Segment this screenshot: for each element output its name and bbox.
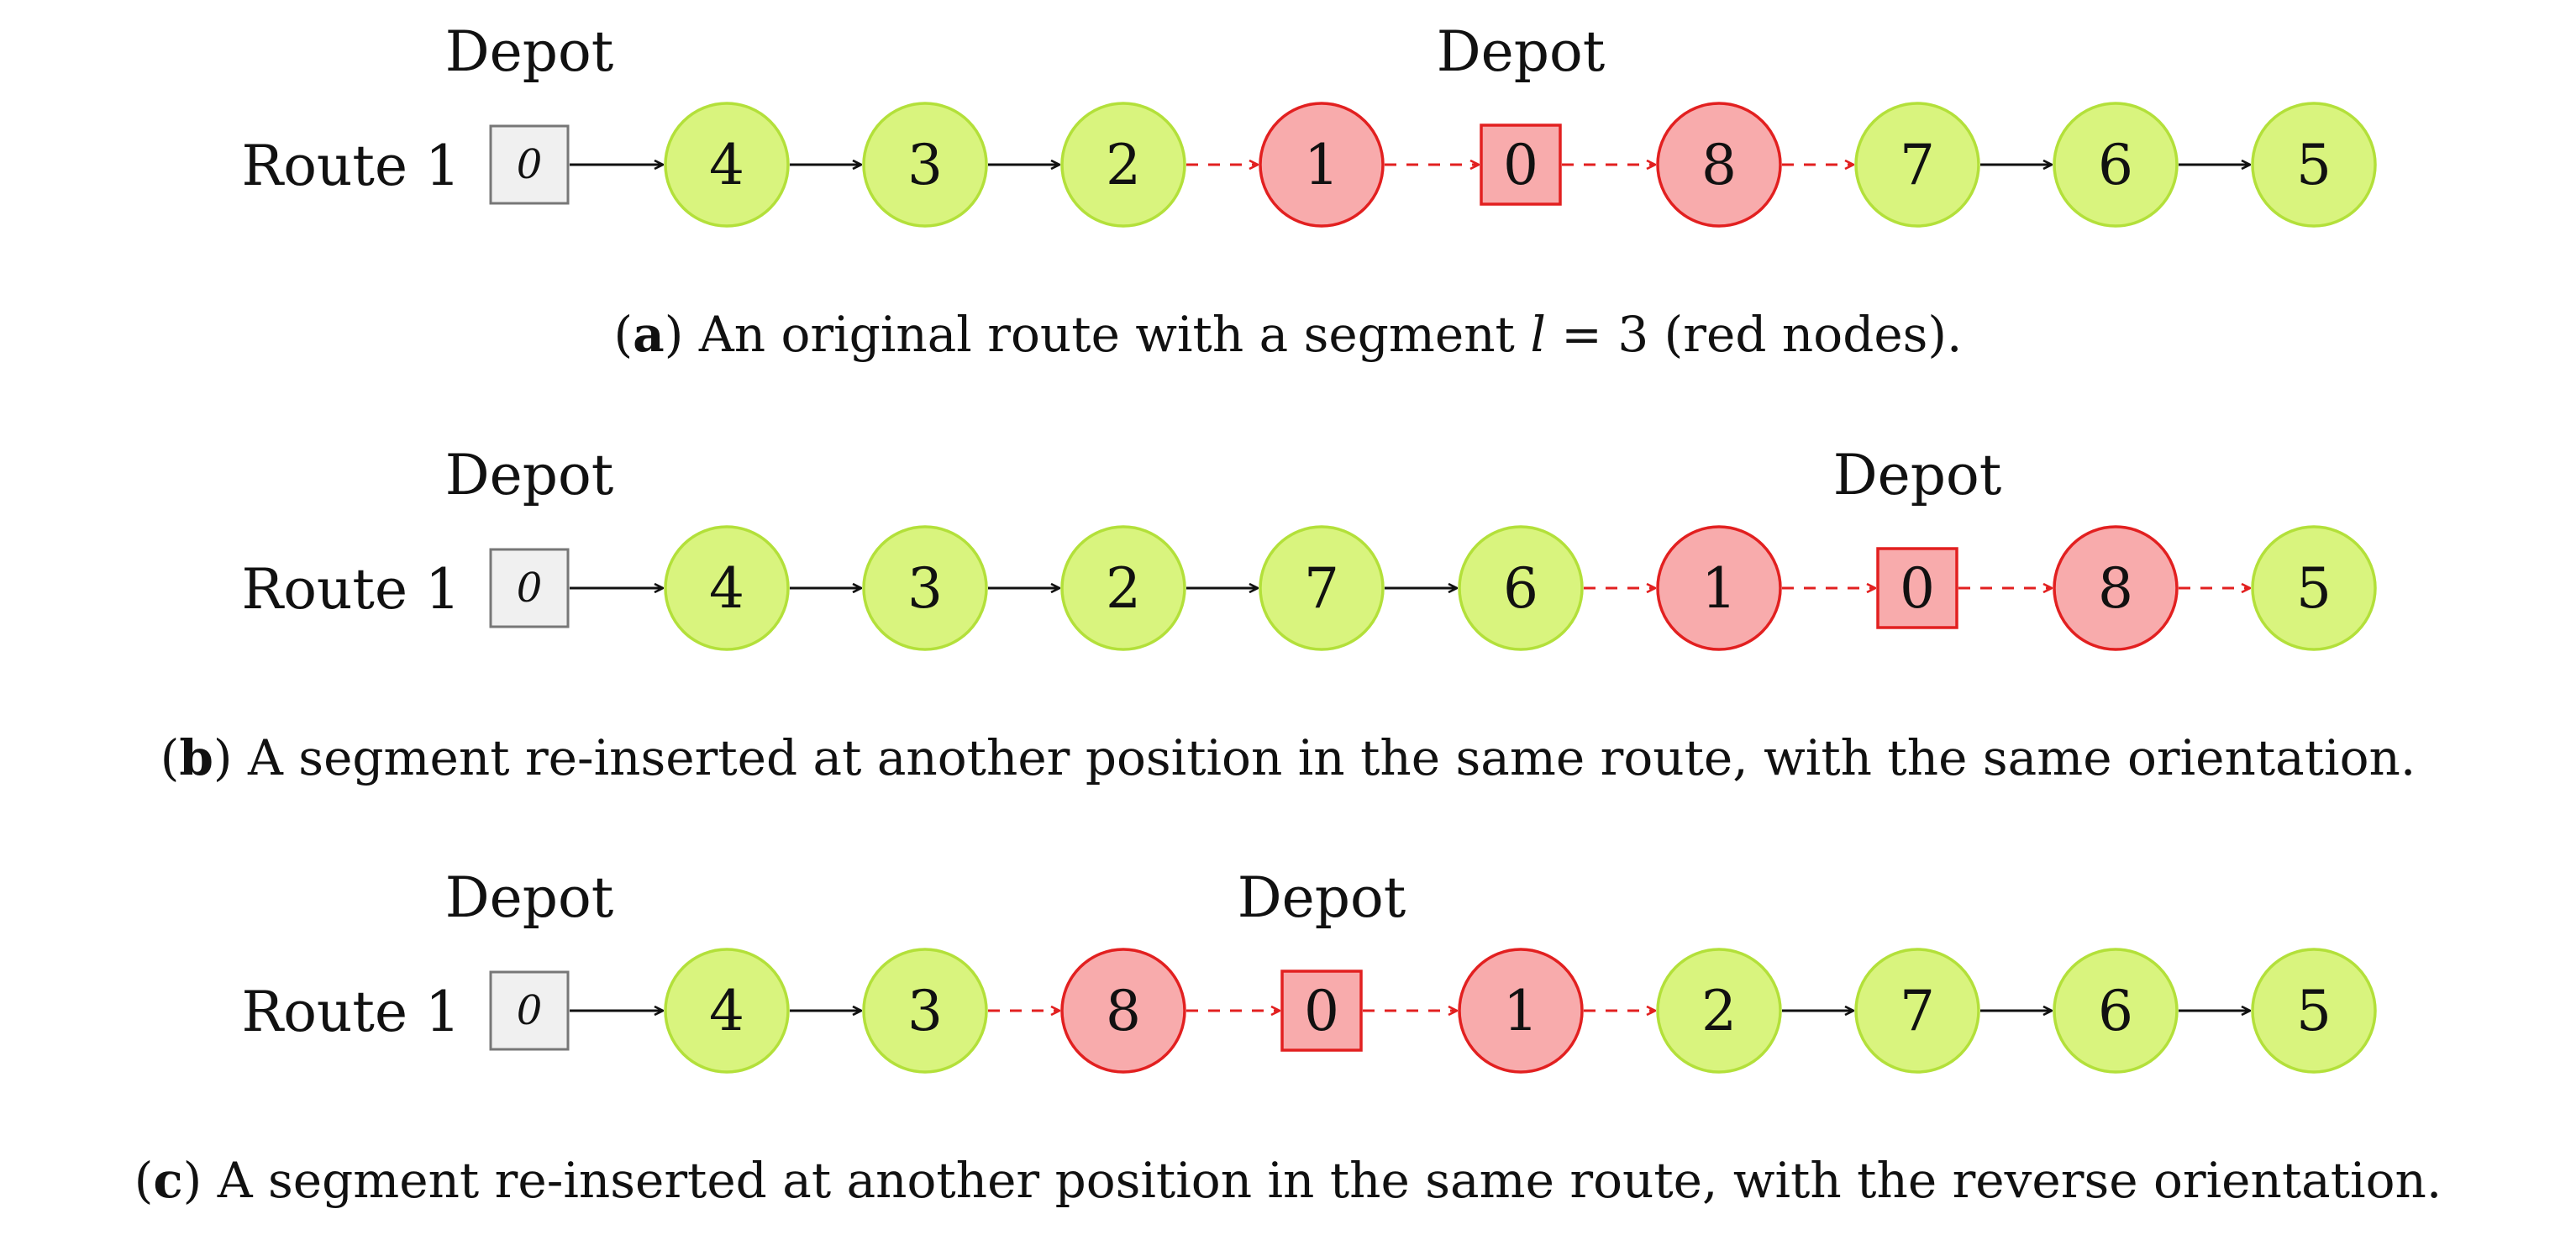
- caption-text: ) An original route with a segment: [665, 306, 1531, 363]
- segment-node: [1259, 102, 1385, 228]
- node-label: 0: [1900, 556, 1935, 621]
- start-depot-label: Depot: [445, 865, 613, 930]
- route-label: Route 1: [242, 134, 461, 198]
- node-label: 3: [907, 979, 943, 1043]
- customer-node: [1060, 525, 1186, 651]
- customer-node: [1656, 948, 1782, 1074]
- start-depot-value: 0: [517, 987, 543, 1034]
- customer-node: [1854, 948, 1980, 1074]
- node-label: 4: [709, 133, 744, 197]
- customer-node: [664, 102, 790, 228]
- segment-node: [1458, 948, 1584, 1074]
- start-depot-box: [489, 970, 570, 1051]
- caption-text: ) A segment re-inserted at another posit…: [213, 729, 2416, 786]
- node-label: 2: [1106, 133, 1141, 197]
- node-label: 5: [2296, 556, 2332, 621]
- caption-letter: a: [633, 306, 665, 363]
- caption: (a) An original route with a segment l =…: [614, 306, 1963, 363]
- node-label: 4: [709, 556, 744, 621]
- customer-node: [1060, 102, 1186, 228]
- inner-depot-label: Depot: [1437, 19, 1605, 84]
- node-label: 1: [1701, 556, 1737, 621]
- depot-node: [1280, 970, 1363, 1052]
- inner-depot-label: Depot: [1833, 443, 2001, 507]
- route-label: Route 1: [242, 980, 461, 1044]
- node-label: 7: [1304, 556, 1339, 621]
- panel-c: Route 1 Depot 0 4 3 8 Depot 0 1 2 7 6 5 (c) A segment…: [134, 865, 2442, 1209]
- node-label: 8: [1701, 133, 1737, 197]
- customer-node: [2251, 525, 2377, 651]
- start-depot-label: Depot: [445, 443, 613, 507]
- panel-b: Route 1 Depot 0 4 3 2 7 6 1 Depot 0 8 5 (b) A segment…: [160, 443, 2416, 786]
- start-depot-value: 0: [517, 565, 543, 612]
- customer-node: [862, 102, 988, 228]
- node-label: 6: [1503, 556, 1538, 621]
- node-label: 4: [709, 979, 744, 1043]
- node-label: 2: [1701, 979, 1737, 1043]
- start-depot-box: [489, 124, 570, 205]
- node-label: 1: [1503, 979, 1538, 1043]
- node-label: 7: [1900, 133, 1935, 197]
- customer-node: [664, 948, 790, 1074]
- node-label: 1: [1304, 133, 1339, 197]
- node-label: 6: [2098, 979, 2133, 1043]
- caption-letter: c: [153, 1152, 182, 1209]
- node-label: 7: [1900, 979, 1935, 1043]
- node-label: 0: [1503, 133, 1538, 197]
- customer-node: [1854, 102, 1980, 228]
- customer-node: [1259, 525, 1385, 651]
- route-label: Route 1: [242, 557, 461, 622]
- segment-node: [1656, 525, 1782, 651]
- inner-depot-label: Depot: [1238, 865, 1406, 930]
- start-depot-box: [489, 548, 570, 628]
- customer-node: [2251, 102, 2377, 228]
- customer-node: [862, 948, 988, 1074]
- start-depot-value: 0: [517, 141, 543, 188]
- node-label: 8: [1106, 979, 1141, 1043]
- depot-node: [1876, 547, 1958, 629]
- caption: (b) A segment re-inserted at another pos…: [160, 729, 2416, 786]
- customer-node: [2053, 948, 2179, 1074]
- caption-math-var: l: [1530, 306, 1546, 363]
- node-label: 6: [2098, 133, 2133, 197]
- customer-node: [2251, 948, 2377, 1074]
- customer-node: [664, 525, 790, 651]
- node-label: 3: [907, 133, 943, 197]
- customer-node: [862, 525, 988, 651]
- start-depot-label: Depot: [445, 19, 613, 84]
- node-label: 5: [2296, 133, 2332, 197]
- caption: (c) A segment re-inserted at another pos…: [134, 1152, 2442, 1209]
- customer-node: [1458, 525, 1584, 651]
- node-label: 2: [1106, 556, 1141, 621]
- segment-node: [1656, 102, 1782, 228]
- node-label: 3: [907, 556, 943, 621]
- caption-letter: b: [179, 729, 213, 786]
- node-label: 5: [2296, 979, 2332, 1043]
- customer-node: [2053, 102, 2179, 228]
- caption-text: ) A segment re-inserted at another posit…: [183, 1152, 2442, 1209]
- segment-node: [1060, 948, 1186, 1074]
- segment-node: [2053, 525, 2179, 651]
- node-label: 0: [1304, 979, 1339, 1043]
- caption-text-after: = 3 (red nodes).: [1546, 306, 1963, 363]
- node-label: 8: [2098, 556, 2133, 621]
- depot-node: [1480, 124, 1562, 206]
